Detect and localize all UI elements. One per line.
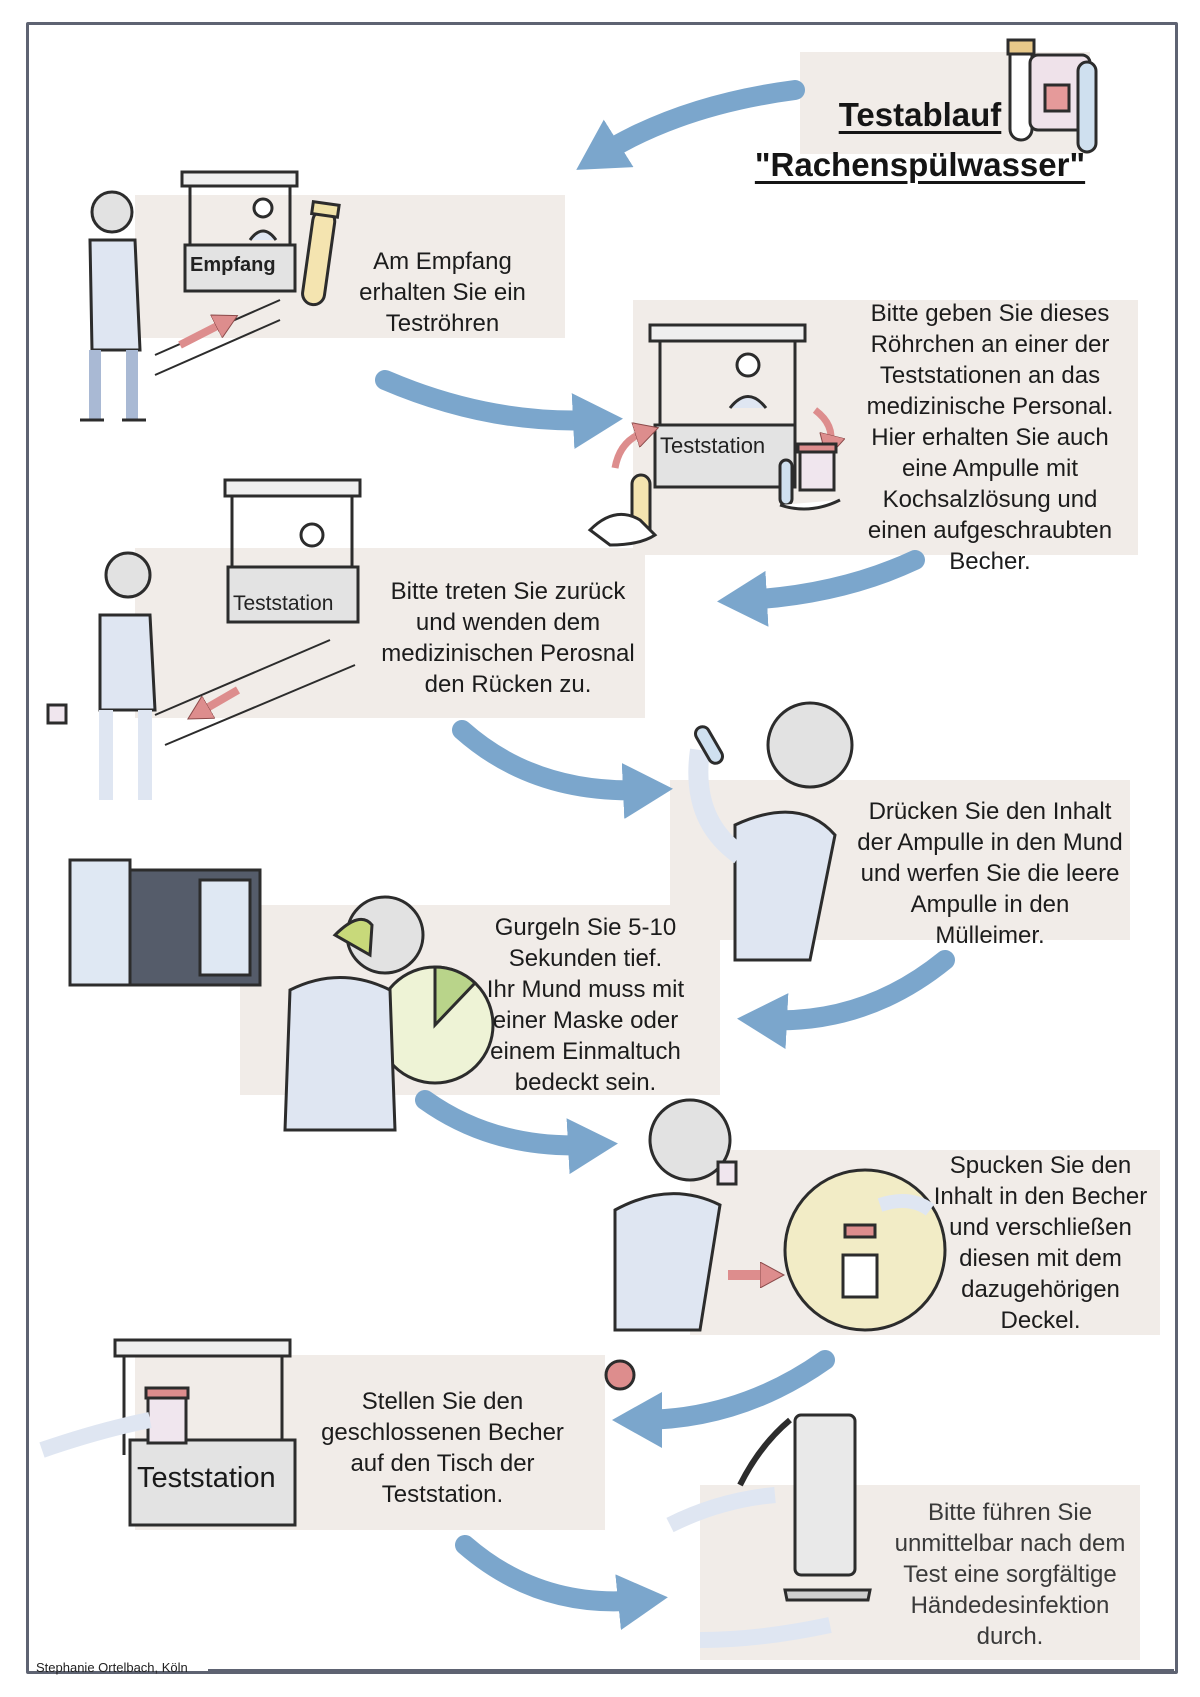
step-text-line: Gurgeln Sie 5-10 <box>494 914 677 941</box>
step-text-line: Am Empfang <box>373 248 512 275</box>
person-6 <box>604 1098 738 1391</box>
step-text-line: den Rücken zu. <box>424 671 592 698</box>
flow-arrow-2-3 <box>717 550 925 627</box>
step-text-line: Spucken Sie den <box>949 1152 1132 1179</box>
flow-arrow-6-7 <box>612 1350 835 1448</box>
red-arrow-3 <box>200 686 241 712</box>
disinfectant-dispenser-icon <box>737 1413 872 1602</box>
author-credit: Stephanie Ortelbach, Köln <box>36 1660 188 1675</box>
flow-arrow-4-5 <box>737 950 955 1050</box>
test-tube-icon <box>301 200 341 307</box>
title-line-1: Testablauf <box>838 96 1002 133</box>
step-4-text: Drücken Sie den Inhalt der Ampulle in den… <box>830 796 1150 951</box>
step-text-line: einen aufgeschraubten <box>867 517 1113 544</box>
step-text-line: Ampulle in den <box>910 891 1070 918</box>
page-frame <box>26 22 1178 1674</box>
step-text-line: Ihr Mund muss mit <box>486 976 685 1003</box>
title-line-2: "Rachenspülwasser" <box>754 146 1086 183</box>
cup-closeup-icon <box>783 1168 947 1332</box>
step-text-line: einer Maske oder <box>492 1007 679 1034</box>
step-text-line: durch. <box>976 1623 1044 1650</box>
red-arrow-2a <box>611 432 645 469</box>
step-text-line: medizinische Personal. <box>866 393 1114 420</box>
step-text-line: dazugehörigen <box>961 1276 1120 1303</box>
flow-arrow-start <box>576 80 805 170</box>
step-text-line: und wenden dem <box>415 609 601 636</box>
lab-tubes-icon <box>1006 38 1098 154</box>
step-text-line: eine Ampulle mit <box>901 455 1079 482</box>
step-text-line: Teststation. <box>381 1481 504 1508</box>
step-3-text: Bitte treten Sie zurück und wenden dem med… <box>358 576 658 700</box>
hand-with-tube-icon <box>587 473 658 547</box>
step-text-line: unmittelbar nach dem <box>894 1530 1126 1557</box>
flow-arrow-7-8 <box>455 1535 668 1631</box>
step-text-line: Händedesinfektion <box>910 1592 1110 1619</box>
step-text-line: Mülleimer. <box>935 922 1045 949</box>
teststation-booth-2 <box>223 478 362 624</box>
window-icon <box>68 858 262 987</box>
step-7-text: Stellen Sie den geschlossenen Becher auf d… <box>300 1386 585 1510</box>
step-text-line: Drücken Sie den Inhalt <box>868 798 1112 825</box>
step-text-line: einem Einmaltuch <box>490 1038 681 1065</box>
step-text-line: Deckel. <box>1000 1307 1081 1334</box>
teststation-booth-1 <box>648 323 807 489</box>
red-arrow-1 <box>178 322 225 349</box>
teststation-booth-3 <box>113 1338 297 1527</box>
cup-and-ampoule-icon <box>778 442 841 511</box>
step-text-line: Bitte führen Sie <box>927 1499 1093 1526</box>
step-text-line: Kochsalzlösung und <box>882 486 1098 513</box>
hand-with-cup-icon <box>39 1386 190 1458</box>
step-text-line: Röhrchen an einer der <box>870 331 1110 358</box>
person-3 <box>46 551 157 800</box>
credit-divider <box>208 1669 1174 1671</box>
hands-icon <box>666 1487 832 1648</box>
step-text-line: bedeckt sein. <box>514 1069 657 1096</box>
person-1 <box>80 190 146 422</box>
person-4 <box>688 701 854 962</box>
step-text-line: der Ampulle in den Mund <box>857 829 1123 856</box>
step-text-line: geschlossenen Becher <box>321 1419 564 1446</box>
page-title: Testablauf "Rachenspülwasser" <box>720 90 1120 190</box>
step-text-line: Teströhren <box>385 310 500 337</box>
step-text-line: medizinischen Perosnal <box>381 640 635 667</box>
flow-arrow-5-6 <box>415 1090 618 1175</box>
booth-label-teststation-2: Teststation <box>233 592 334 615</box>
step-text-line: und verschließen <box>949 1214 1132 1241</box>
step-text-line: Teststationen an das <box>879 362 1101 389</box>
step-text-line: diesen mit dem <box>959 1245 1122 1272</box>
step-text-line: Bitte geben Sie dieses <box>870 300 1110 327</box>
person-5 <box>283 895 425 1132</box>
step-text-line: Stellen Sie den <box>361 1388 524 1415</box>
step-text-line: auf den Tisch der <box>350 1450 535 1477</box>
step-text-line: Test eine sorgfältige <box>903 1561 1117 1588</box>
flow-arrow-1-2 <box>375 370 623 450</box>
step-text-line: Hier erhalten Sie auch <box>871 424 1109 451</box>
step-text-line: Bitte treten Sie zurück <box>390 578 626 605</box>
step-3-panel <box>135 548 645 718</box>
booth-label-teststation-1: Teststation <box>660 433 766 458</box>
reception-booth <box>180 170 299 293</box>
step-text-line: erhalten Sie ein <box>359 279 526 306</box>
red-arrow-2b <box>812 407 831 445</box>
flow-arrow-3-4 <box>452 720 673 819</box>
booth-label-teststation-3: Teststation <box>137 1462 276 1494</box>
step-text-line: Sekunden tief. <box>508 945 663 972</box>
step-text-line: und werfen Sie die leere <box>860 860 1120 887</box>
step-text-line: Becher. <box>949 548 1031 575</box>
step-text-line: Inhalt in den Becher <box>933 1183 1148 1210</box>
booth-label-empfang: Empfang <box>190 254 276 276</box>
